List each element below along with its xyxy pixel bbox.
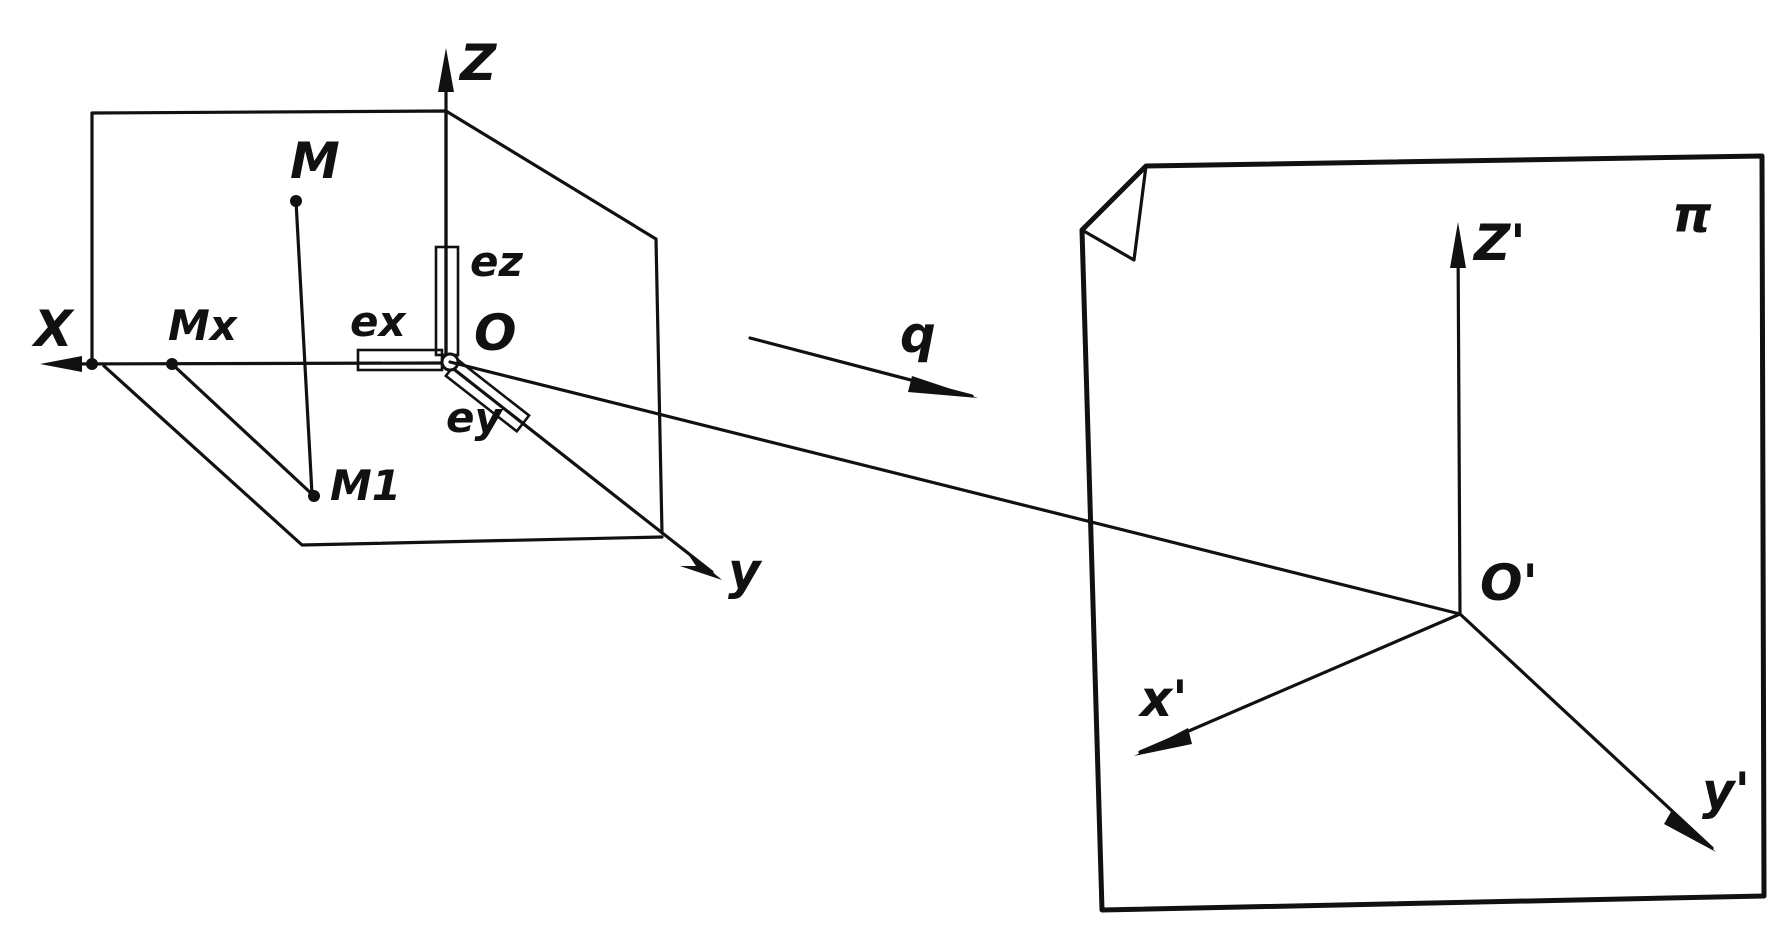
direction-arrow <box>908 376 978 398</box>
z-axis-arrow <box>438 48 454 92</box>
picture-plane-frame <box>1079 153 1767 913</box>
unit-vector-ex <box>356 348 444 372</box>
y-axis-arrow <box>680 548 722 580</box>
projecting-ray <box>448 360 1462 616</box>
label-x-prime: x' <box>1137 670 1188 728</box>
label-y: y <box>728 542 763 600</box>
label-y-prime: y' <box>1702 762 1750 820</box>
x-prime-arrow <box>1134 728 1192 756</box>
m-projecting-line <box>294 199 314 496</box>
label-ex: ex <box>350 297 407 346</box>
profile-plane <box>444 109 664 535</box>
y-axis <box>444 361 714 574</box>
label-o-prime: O' <box>1480 554 1538 612</box>
projection-direction-q <box>748 336 978 398</box>
label-pi: π <box>1672 186 1712 244</box>
x-axis <box>50 361 448 366</box>
label-x: X <box>31 300 75 358</box>
z-prime-axis <box>1456 234 1462 616</box>
label-m: M <box>290 132 340 190</box>
x-prime-axis <box>1138 612 1462 754</box>
x-axis-point <box>86 358 98 370</box>
z-prime-arrow <box>1450 222 1466 268</box>
label-z-prime: Z' <box>1472 214 1526 272</box>
spatial-coordinate-system <box>40 48 722 580</box>
label-m1: M1 <box>330 461 401 510</box>
label-mx: Mx <box>168 301 239 350</box>
picture-plane <box>1079 153 1767 913</box>
label-ez: ez <box>470 237 523 286</box>
mx-to-m1-line <box>170 362 316 498</box>
label-q: q <box>900 306 936 364</box>
picture-plane-fold <box>1080 164 1148 262</box>
label-ey: ey <box>446 393 503 442</box>
label-z: Z <box>458 34 498 92</box>
x-axis-arrow <box>40 356 82 372</box>
label-o: O <box>474 304 517 362</box>
horizontal-plane <box>102 364 664 547</box>
y-prime-arrow <box>1664 810 1716 852</box>
y-prime-axis <box>1458 612 1714 850</box>
